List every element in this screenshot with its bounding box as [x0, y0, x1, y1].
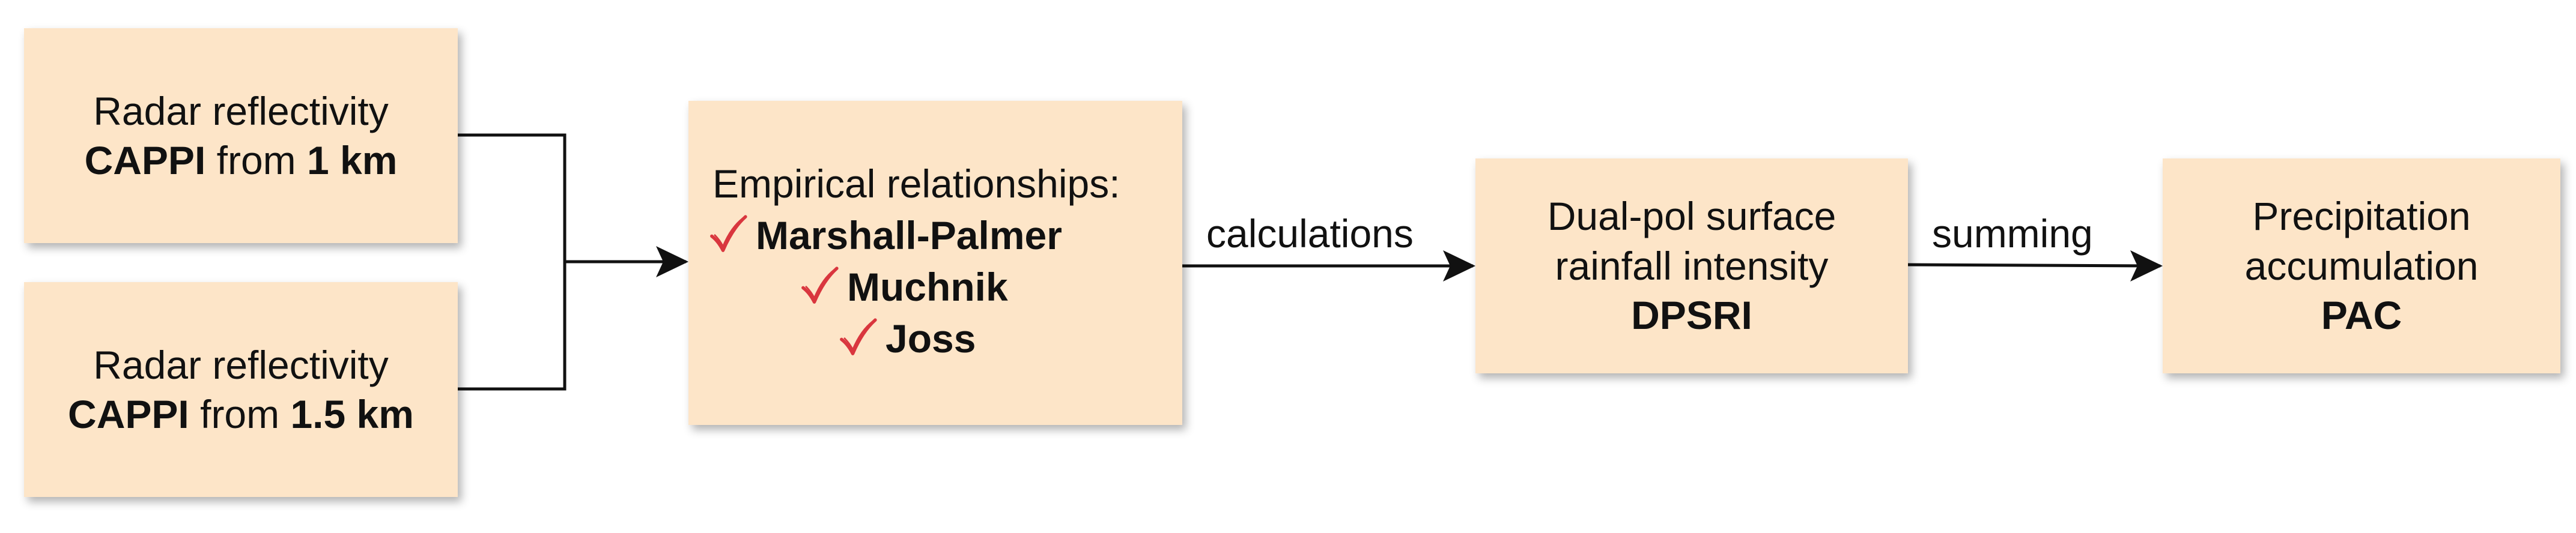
list-item: Marshall-Palmer	[708, 213, 1062, 255]
bold-label: CAPPI	[84, 138, 206, 182]
check-mark-icon	[710, 215, 747, 252]
node-line: Radar reflectivity	[93, 342, 389, 387]
node-line: DPSRI	[1631, 291, 1752, 340]
node-line: Radar reflectivity	[93, 88, 389, 133]
node-line: PAC	[2321, 291, 2402, 340]
empirical-title: Empirical relationships:	[712, 161, 1120, 206]
list-item: Muchnik	[799, 265, 1008, 307]
label-text: from	[205, 138, 307, 182]
connector-1km	[458, 133, 567, 262]
label-text: from	[189, 392, 291, 436]
check-mark-icon	[801, 266, 839, 304]
arrow-summing	[1907, 263, 2161, 268]
node-line: CAPPI from 1 km	[85, 136, 398, 185]
arrowhead-summing	[2130, 250, 2163, 282]
item-label: Muchnik	[847, 265, 1008, 309]
item-label: Marshall-Palmer	[756, 213, 1062, 257]
node-line: Precipitation	[2252, 194, 2471, 239]
bold-label: 1.5 km	[290, 392, 414, 436]
arrowhead-calculations	[1443, 250, 1475, 282]
node-line: Dual-pol surface	[1547, 194, 1836, 239]
node-line: rainfall intensity	[1555, 243, 1829, 288]
node-dpsri: Dual-pol surface rainfall intensity DPSR…	[1475, 158, 1908, 373]
bold-label: PAC	[2321, 293, 2402, 338]
node-reflectivity-1-5km: Radar reflectivity CAPPI from 1.5 km	[24, 282, 458, 497]
node-empirical-relationships: Empirical relationships: Marshall-Palmer…	[688, 101, 1182, 425]
empirical-content: Empirical relationships: Marshall-Palmer…	[688, 101, 1182, 425]
bold-label: 1 km	[306, 138, 398, 182]
list-item: Joss	[837, 316, 976, 358]
arrowhead-empirical	[656, 246, 688, 277]
node-reflectivity-1km: Radar reflectivity CAPPI from 1 km	[24, 28, 458, 243]
edge-label-calculations: calculations	[1206, 211, 1414, 256]
check-mark-icon	[840, 318, 877, 355]
node-pac: Precipitation accumulation PAC	[2163, 158, 2560, 373]
item-label: Joss	[886, 316, 976, 361]
bold-label: CAPPI	[68, 392, 189, 436]
node-line: accumulation	[2244, 243, 2479, 288]
bold-label: DPSRI	[1631, 293, 1752, 338]
node-line: CAPPI from 1.5 km	[68, 390, 414, 439]
connector-15km	[458, 262, 567, 391]
edge-label-summing: summing	[1932, 211, 2093, 256]
